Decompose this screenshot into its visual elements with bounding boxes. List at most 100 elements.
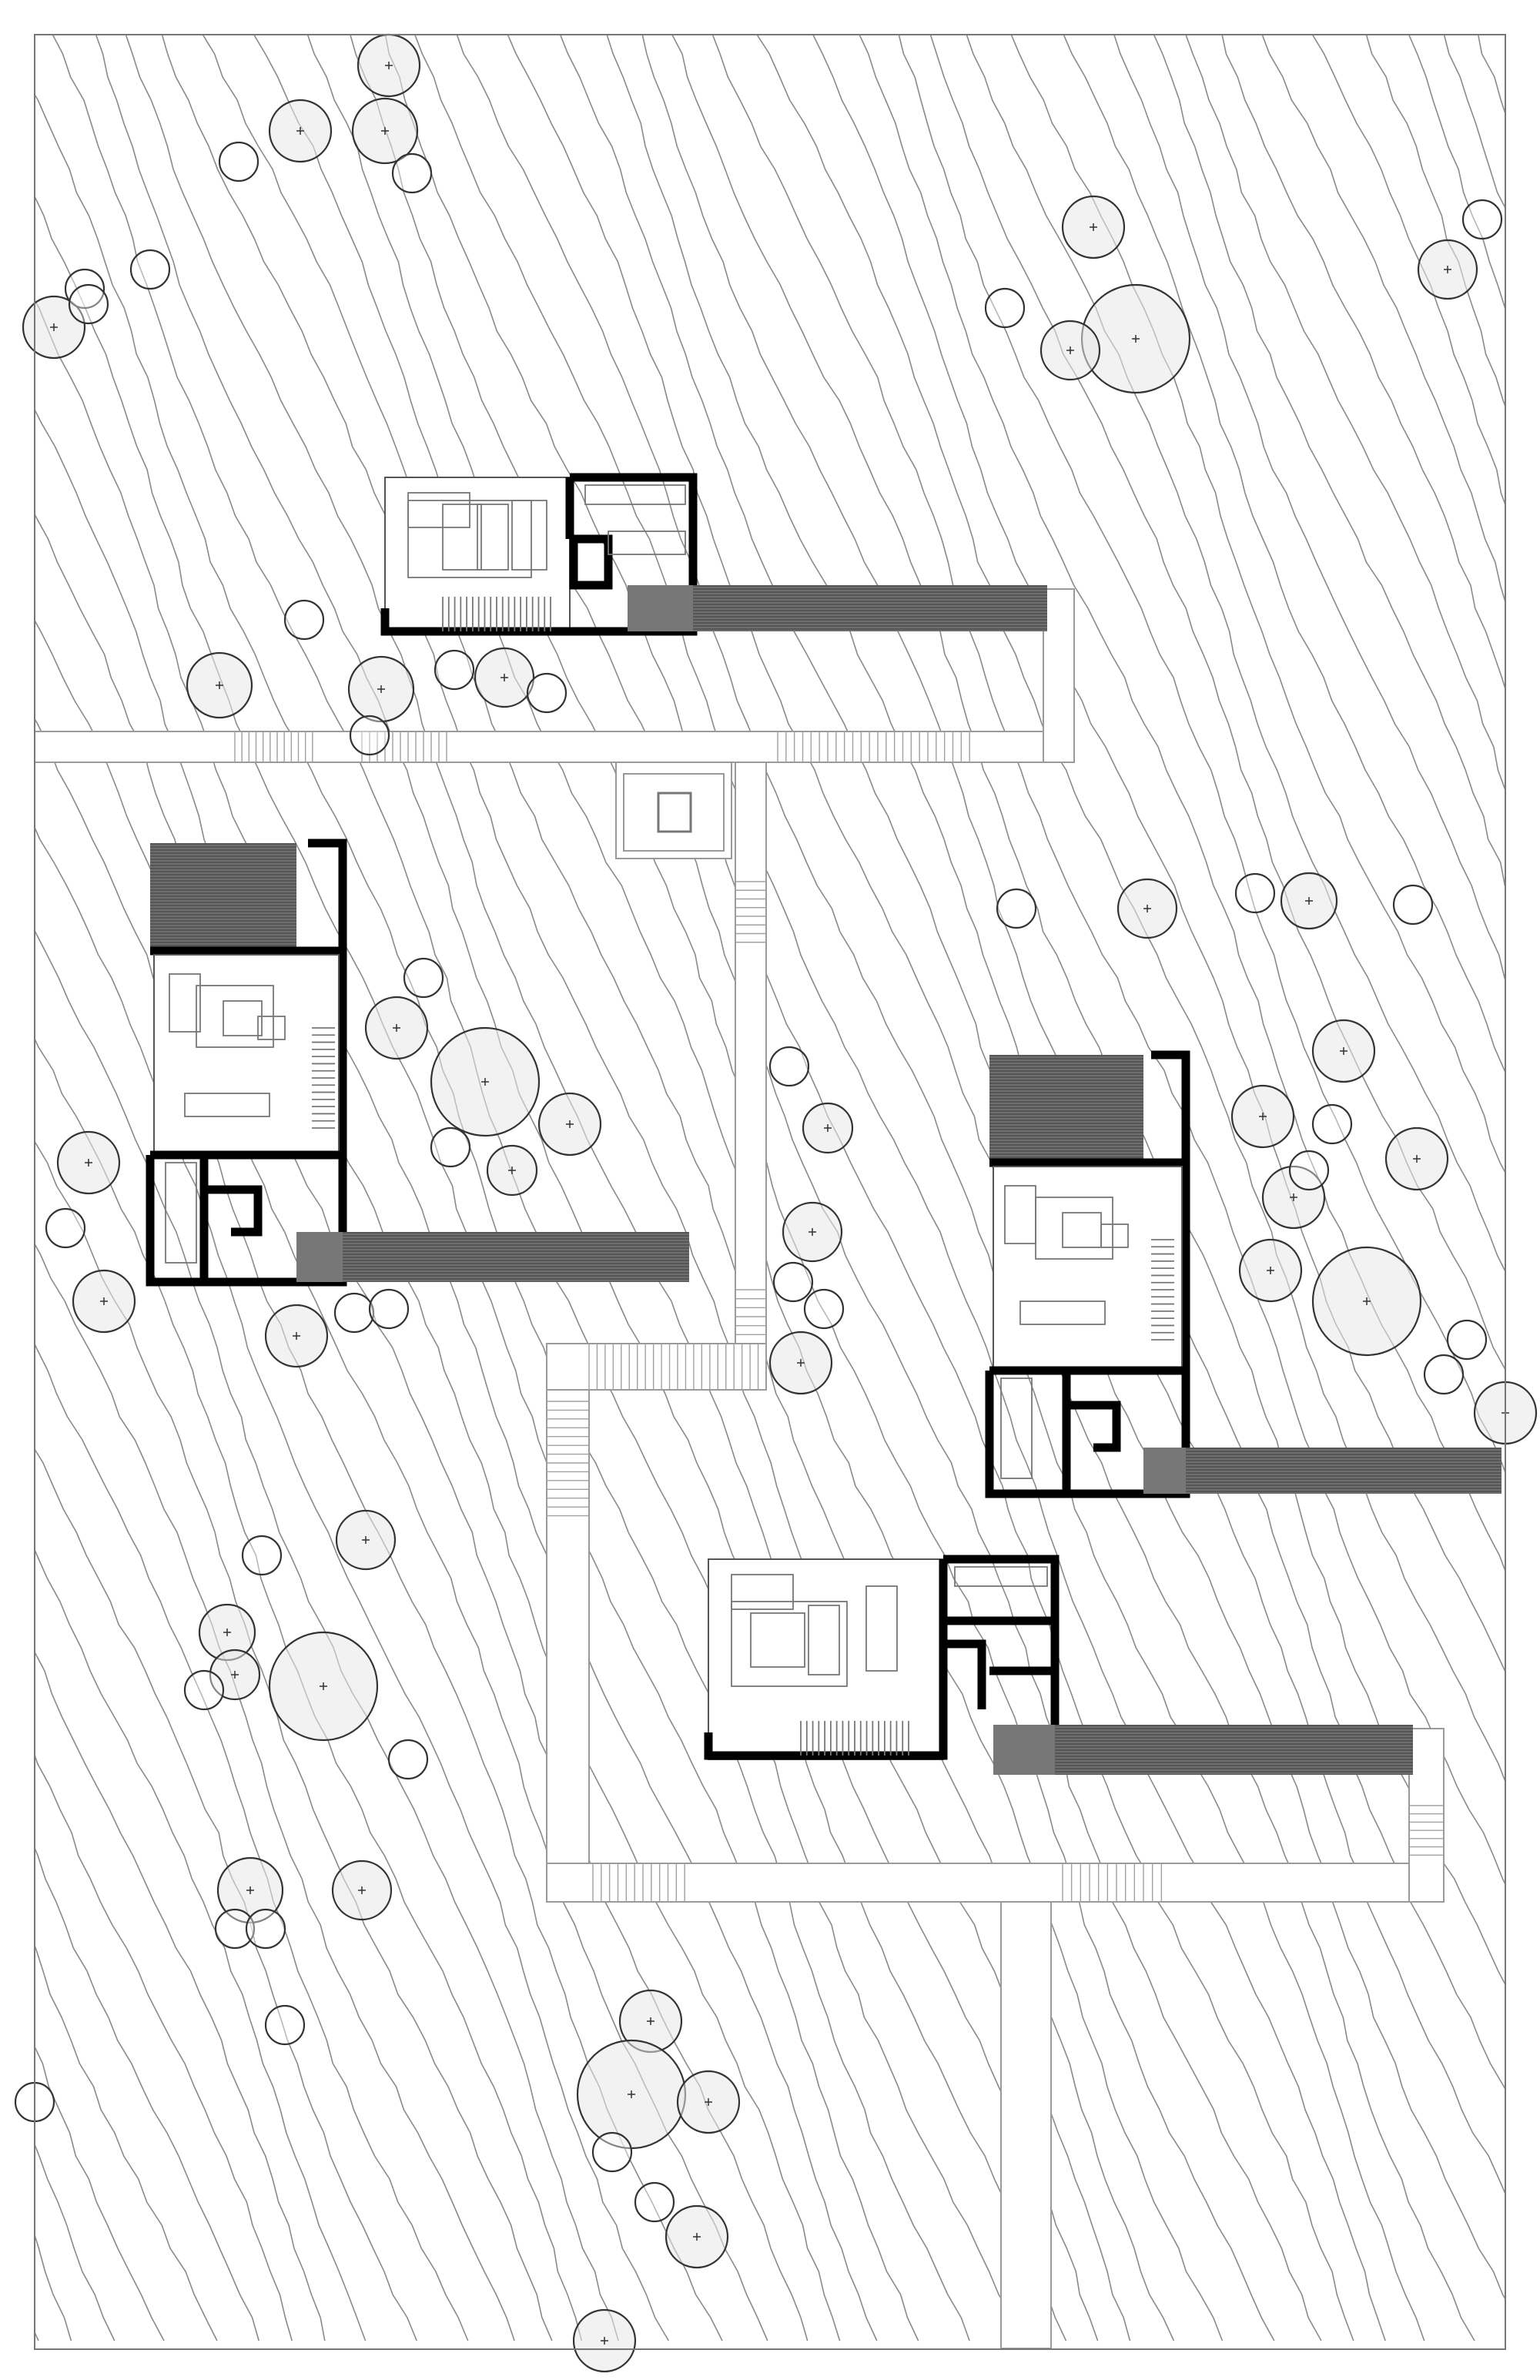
glazed-living: [708, 1558, 944, 1760]
glazed-living: [993, 1166, 1183, 1371]
tree-canopy-icon: [802, 1102, 854, 1154]
contour-line: [1010, 35, 1505, 1174]
tree-canopy-icon: [216, 1856, 284, 1924]
furniture: [865, 1585, 898, 1672]
shrub-icon: [64, 268, 105, 310]
tree-canopy-icon: [56, 1130, 121, 1195]
contour-line: [1311, 35, 1505, 507]
shrub-icon: [768, 1046, 810, 1087]
tree-canopy-icon: [364, 996, 429, 1060]
shrub-icon: [1288, 1150, 1330, 1191]
sculpture-base: [657, 792, 692, 833]
furniture: [1100, 1223, 1129, 1248]
furniture: [442, 504, 482, 571]
contour-line: [95, 35, 1067, 2342]
tree-canopy-icon: [351, 97, 419, 165]
walkway-segment: [735, 762, 767, 1371]
entry-mat: [628, 585, 693, 631]
trees: [14, 33, 1538, 2373]
tree-canopy-icon: [537, 1092, 602, 1157]
tree-canopy-icon: [665, 2204, 729, 2269]
deck: [1186, 1448, 1502, 1494]
contour-line: [35, 1448, 417, 2342]
contour-line: [35, 1944, 218, 2342]
contour-line: [125, 35, 1099, 2342]
shrub-icon: [403, 957, 444, 999]
contour-line: [1261, 35, 1505, 604]
furniture: [808, 1605, 840, 1675]
furniture: [169, 973, 201, 1033]
contour-line: [966, 35, 1505, 1274]
tree-canopy-icon: [331, 1859, 393, 1921]
drawing-border: [34, 34, 1506, 2350]
contour-line: [35, 408, 841, 2342]
walkway-segment: [1043, 588, 1075, 763]
tree-canopy-icon: [1384, 1126, 1449, 1191]
contour-line: [898, 35, 1505, 1475]
contour-line: [35, 1752, 293, 2342]
shrub-icon: [803, 1288, 845, 1330]
entry-mat: [296, 1232, 343, 1282]
contour-line: [35, 1548, 367, 2342]
shrub-icon: [349, 715, 390, 756]
tree-canopy-icon: [474, 647, 535, 708]
contour-line: [35, 195, 919, 2342]
shrub-icon: [264, 2004, 306, 2046]
contour-line: [35, 1846, 259, 2342]
contour-line: [384, 35, 1354, 2342]
deck: [1055, 1725, 1413, 1775]
tree-canopy-icon: [1261, 1165, 1326, 1230]
tree-canopy-icon: [1238, 1238, 1303, 1303]
house-3-core: [989, 1366, 1186, 1494]
tree-canopy-icon: [22, 295, 86, 360]
entry-mat: [993, 1725, 1055, 1775]
shrub-icon: [772, 1261, 814, 1303]
shrub-icon: [218, 141, 259, 182]
shrub-icon: [387, 1739, 429, 1780]
shrub-icon: [526, 672, 567, 714]
tree-canopy-icon: [347, 655, 415, 723]
tree-canopy-icon: [357, 33, 421, 98]
contour-line: [35, 93, 970, 2342]
shrub-icon: [1234, 872, 1276, 914]
shrub-icon: [245, 1908, 286, 1950]
tree-canopy-icon: [1061, 195, 1126, 259]
tree-canopy-icon: [430, 1026, 541, 1137]
shrub-icon: [996, 888, 1037, 929]
contour-line: [35, 929, 619, 2342]
tree-canopy-icon: [72, 1269, 136, 1334]
shrub-icon: [634, 2181, 675, 2223]
shrub-icon: [129, 249, 171, 290]
house-3-terrace-wall: [1151, 1050, 1190, 1163]
shrub-icon: [1311, 1103, 1353, 1145]
shrub-icon: [68, 283, 109, 325]
tree-canopy-icon: [268, 99, 333, 163]
shrub-icon: [1461, 199, 1503, 240]
shrub-icon: [1423, 1354, 1465, 1395]
glazed-living: [153, 954, 340, 1156]
walkway-segment: [546, 1389, 590, 1868]
deck: [343, 1232, 689, 1282]
tree-canopy-icon: [186, 651, 253, 719]
topographic-contours: [35, 35, 1505, 2342]
furniture: [223, 1000, 263, 1036]
furniture: [731, 1601, 848, 1687]
contour-line: [161, 35, 1131, 2342]
contour-line: [35, 1650, 326, 2342]
contour-line: [456, 35, 1425, 2342]
tree-canopy-icon: [572, 2308, 637, 2373]
deck: [628, 585, 1047, 631]
furniture: [750, 1612, 805, 1668]
house-2-terrace-wall: [308, 839, 347, 951]
furniture: [1035, 1197, 1113, 1260]
shrub-icon: [283, 599, 325, 641]
shrub-icon: [434, 649, 475, 691]
tree-canopy-icon: [1080, 283, 1191, 394]
contour-line: [1185, 35, 1505, 792]
contour-line: [35, 619, 768, 2342]
shrub-icon: [1392, 884, 1434, 926]
contour-line: [35, 1242, 515, 2342]
contour-line: [350, 35, 1322, 2342]
contour-line: [35, 512, 808, 2342]
